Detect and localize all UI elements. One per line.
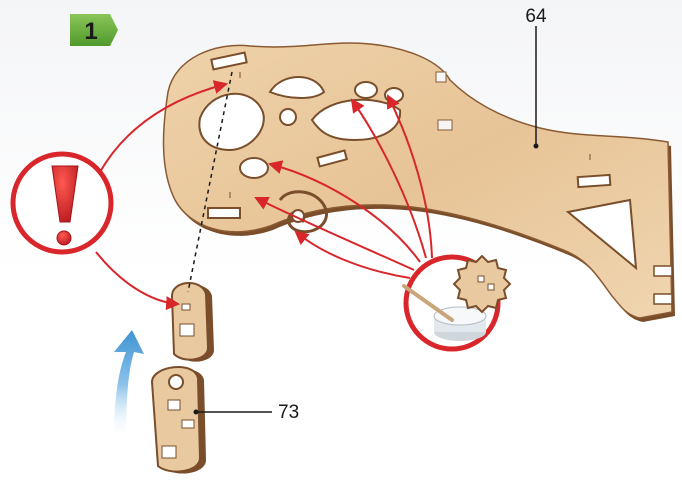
step-number: 1	[84, 18, 97, 45]
part-number-64: 64	[525, 6, 547, 27]
step-number-badge: 1	[70, 14, 118, 46]
warning-badge	[13, 154, 111, 252]
part-number-73: 73	[278, 402, 299, 423]
